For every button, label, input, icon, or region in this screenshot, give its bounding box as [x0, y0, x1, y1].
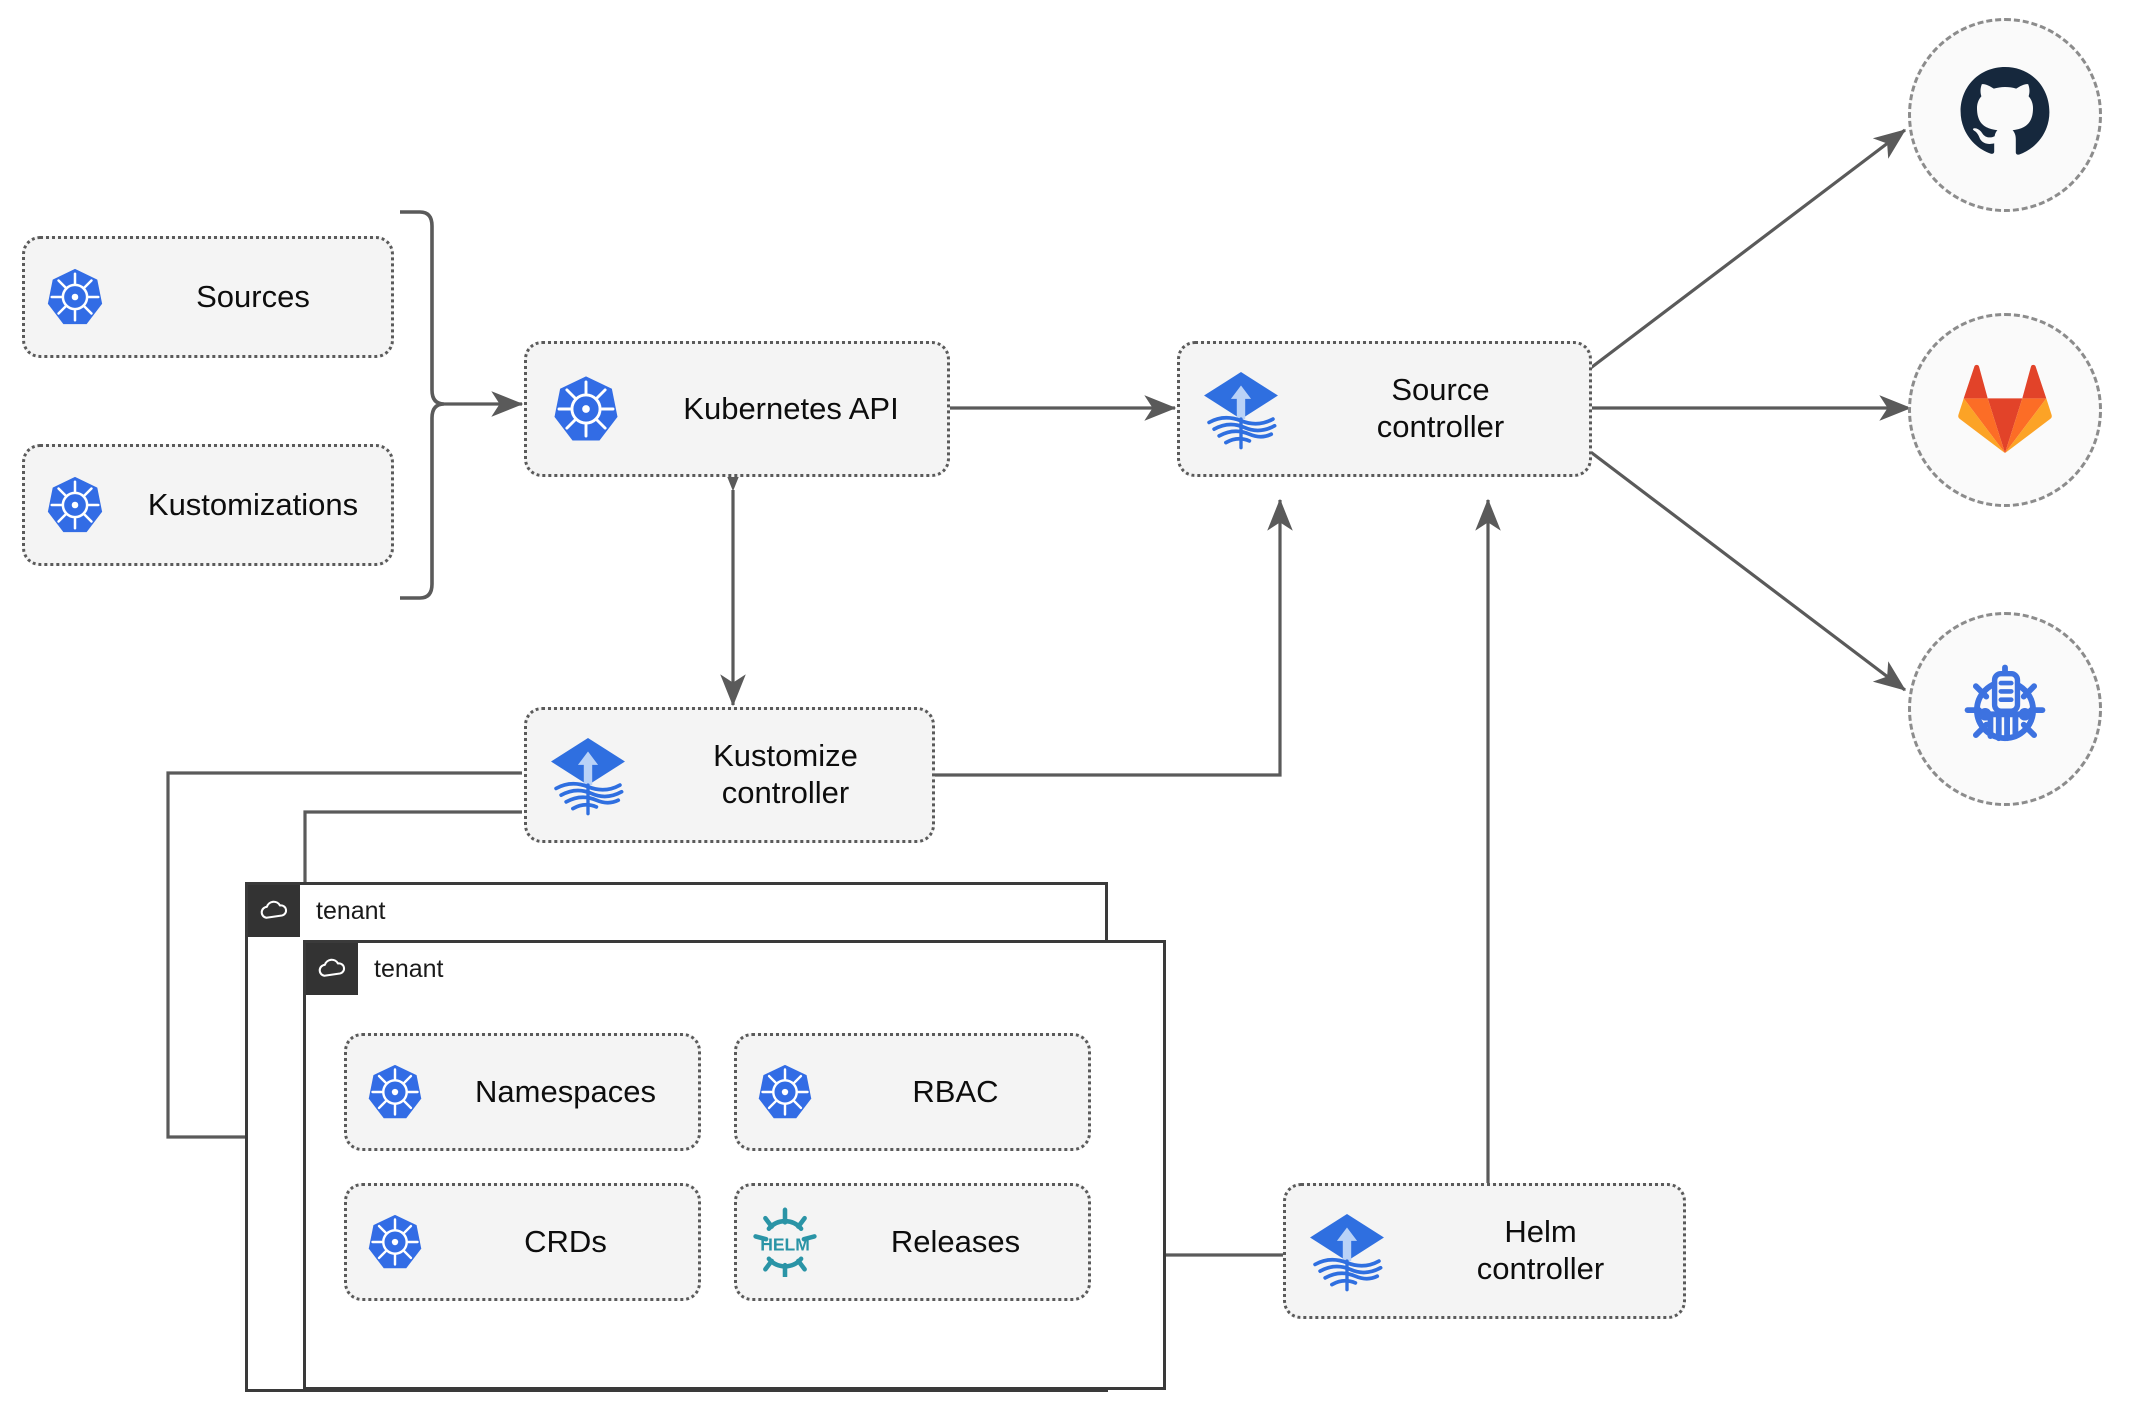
node-label: Source controller: [1376, 372, 1505, 444]
node-releases[interactable]: HELM Releases: [734, 1183, 1091, 1301]
gitlab-icon: [1957, 360, 2053, 461]
kubernetes-icon: [737, 1062, 833, 1122]
node-namespaces[interactable]: Namespaces: [344, 1033, 701, 1151]
node-kubernetes-api[interactable]: Kubernetes API: [524, 341, 950, 477]
node-label: Sources: [196, 278, 310, 314]
kubernetes-icon: [527, 373, 645, 445]
cloud-icon: [306, 943, 358, 995]
tenant-title-bar: tenant: [306, 943, 444, 995]
kubernetes-icon: [347, 1062, 443, 1122]
node-label: Namespaces: [475, 1073, 656, 1109]
helm-repository-icon: [1953, 655, 2057, 764]
tenant-container-front[interactable]: tenant Namespaces: [303, 940, 1166, 1390]
cloud-icon: [248, 885, 300, 937]
tenant-label: tenant: [374, 954, 444, 983]
node-kustomize-controller[interactable]: Kustomize controller: [524, 707, 935, 843]
node-label: RBAC: [912, 1073, 999, 1109]
node-sources[interactable]: Sources: [22, 236, 394, 358]
kubernetes-icon: [347, 1212, 443, 1272]
endpoint-helm-repository[interactable]: [1908, 612, 2102, 806]
flux-icon: [527, 733, 649, 817]
svg-text:HELM: HELM: [760, 1234, 810, 1254]
node-kustomizations[interactable]: Kustomizations: [22, 444, 394, 566]
endpoint-github[interactable]: [1908, 18, 2102, 212]
node-source-controller[interactable]: Source controller: [1177, 341, 1592, 477]
kubernetes-icon: [25, 266, 125, 328]
endpoint-gitlab[interactable]: [1908, 313, 2102, 507]
node-label: Helm controller: [1476, 1214, 1605, 1286]
tenant-label: tenant: [316, 896, 386, 925]
node-label: Kustomize controller: [713, 738, 858, 810]
tenant-title-bar: tenant: [248, 885, 386, 937]
node-label: CRDs: [524, 1223, 607, 1259]
kubernetes-icon: [25, 474, 125, 536]
helm-icon: HELM: [737, 1207, 833, 1277]
node-label: Releases: [890, 1223, 1021, 1259]
node-helm-controller[interactable]: Helm controller: [1283, 1183, 1686, 1319]
github-icon: [1957, 65, 2053, 166]
node-rbac[interactable]: RBAC: [734, 1033, 1091, 1151]
flux-icon: [1286, 1209, 1408, 1293]
flux-icon: [1180, 367, 1302, 451]
node-label: Kustomizations: [147, 486, 359, 522]
node-label: Kubernetes API: [683, 390, 899, 426]
node-crds[interactable]: CRDs: [344, 1183, 701, 1301]
